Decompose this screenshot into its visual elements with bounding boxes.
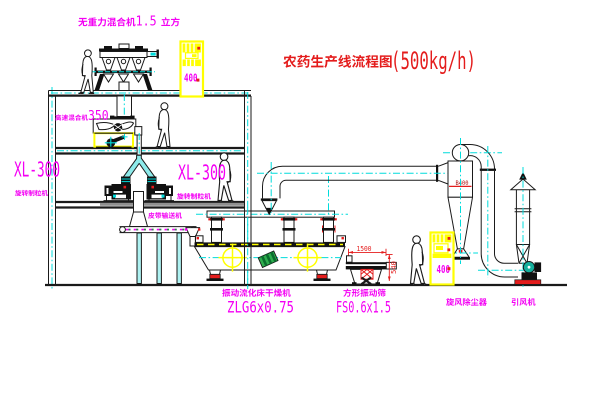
label-fan <box>511 298 536 306</box>
mixer-leg-right <box>142 74 153 91</box>
svg-text:1500: 1500 <box>357 245 372 253</box>
label-granulator-left <box>15 189 48 197</box>
control-cabinet-right: 400 <box>429 231 455 286</box>
granulator-right <box>144 176 174 203</box>
label-xl300-right: XL-300 <box>178 161 226 185</box>
dryer-center-mark-left <box>218 243 247 272</box>
title-capacity: (500kg/h) <box>391 47 476 75</box>
mixer-support-column <box>118 81 130 91</box>
discharge-chute <box>128 191 149 227</box>
fan-base <box>514 279 542 285</box>
fan-inlet-duct <box>478 146 536 278</box>
conveyor-legs <box>136 232 182 284</box>
screen-dim-width-text: 1500 <box>357 245 372 253</box>
exhaust-duct <box>257 162 449 216</box>
svg-text:(500kg/h): (500kg/h) <box>391 47 476 75</box>
dryer-foot-right <box>313 269 331 281</box>
cyclone-diameter-label: B400 <box>456 180 469 187</box>
cabinet2-indicator-light <box>447 237 451 240</box>
mixer-outlet-flange <box>156 49 159 59</box>
label-granulator-right <box>177 192 211 200</box>
fluid-bed-dryer <box>193 176 348 281</box>
cabinet-top-value: 400 <box>184 72 198 85</box>
cabinet-right-display: 400 <box>437 263 451 276</box>
person-roof <box>78 49 95 95</box>
label-xl300-left: XL-300 <box>14 158 60 182</box>
mixer-leg-left <box>94 74 105 91</box>
label-screen <box>343 288 386 297</box>
screen-dim-height-text: 540 <box>390 261 398 274</box>
person-ground <box>409 235 428 286</box>
svg-text:1.5: 1.5 <box>136 15 157 30</box>
svg-text:XL-300: XL-300 <box>14 158 60 182</box>
title-chinese <box>283 54 392 68</box>
y-chute <box>121 154 157 179</box>
cabinet-louver <box>182 43 201 53</box>
high-speed-mixer <box>92 94 143 156</box>
cabinet-right-value: 400 <box>437 263 451 276</box>
svg-text:ZLG6x0.75: ZLG6x0.75 <box>227 298 294 317</box>
granulator-left <box>103 176 133 203</box>
right-wall-overlay <box>244 207 252 289</box>
screen-dimension-width <box>348 248 387 256</box>
dryer-center-mark-right <box>293 243 322 272</box>
label-dryer-model: ZLG6x0.75 <box>227 298 294 317</box>
green-drum <box>257 250 279 269</box>
svg-text:FS0.6x1.5: FS0.6x1.5 <box>336 298 391 317</box>
dryer-foot-left <box>206 269 224 281</box>
dryer-risers <box>208 216 337 243</box>
y-chute-body <box>121 154 157 179</box>
label-high-speed-mixer: 350 <box>55 109 109 124</box>
induced-draft-fan <box>514 261 542 285</box>
equipment-labels: 1.5 350 XL-300 XL-300 ZLG6x0.75 FS0.6x1.… <box>14 15 536 317</box>
svg-text:540: 540 <box>390 261 398 274</box>
dryer-deck <box>194 242 345 247</box>
svg-text:XL-300: XL-300 <box>178 161 226 185</box>
cabinet-indicator-light <box>197 46 201 50</box>
screen-black-hatch <box>360 276 372 285</box>
vibrating-screen: 1500 540 <box>345 245 398 285</box>
label-gravity-mixer: 1.5 <box>78 15 180 30</box>
diagram-title: (500kg/h) <box>283 47 476 75</box>
screen-dimension-height <box>386 254 393 281</box>
control-cabinet-top: 400 <box>179 40 205 98</box>
svg-text:B400: B400 <box>456 180 469 187</box>
mixer-outlet-cyan <box>150 52 156 56</box>
granulator-baseplate <box>100 202 244 206</box>
zero-gravity-mixer <box>91 43 159 91</box>
cabinet-top-display: 400 <box>184 72 198 85</box>
cabinet-indicator-light2 <box>196 78 200 82</box>
person-floor2 <box>154 102 172 149</box>
label-cyclone <box>446 297 487 306</box>
cyclone-dust-collector: B400 <box>443 138 502 264</box>
label-screen-model: FS0.6x1.5 <box>336 298 391 317</box>
belt-conveyor <box>119 226 197 284</box>
svg-text:350: 350 <box>88 109 109 124</box>
label-dryer <box>222 288 291 297</box>
mixer-funnels <box>101 57 146 71</box>
label-belt-conveyor <box>148 212 182 219</box>
